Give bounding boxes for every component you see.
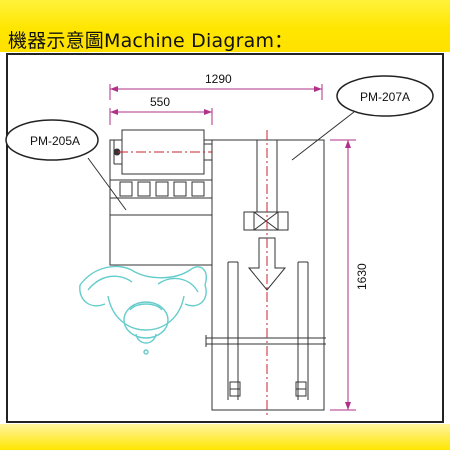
dimension-label-overall-width: 1290 [205, 72, 232, 86]
page-title: 機器示意圖Machine Diagram： [8, 30, 294, 52]
dimension-label-partial-width: 550 [150, 95, 170, 109]
callout-pm-205a [5, 119, 127, 211]
dimension-height [330, 139, 356, 411]
pm-207a-machine [205, 139, 326, 411]
callout-pm-207a [291, 75, 434, 161]
pm-205a-machine [109, 129, 213, 266]
dimension-partial-width [109, 108, 213, 125]
callout-label-pm-205a: PM-205A [30, 134, 80, 148]
operator-figure [79, 265, 207, 355]
dimension-label-height: 1630 [355, 263, 369, 290]
title-band [0, 0, 450, 52]
dimension-overall-width [109, 84, 323, 100]
bottom-band [0, 424, 450, 450]
callout-label-pm-207a: PM-207A [360, 90, 410, 104]
